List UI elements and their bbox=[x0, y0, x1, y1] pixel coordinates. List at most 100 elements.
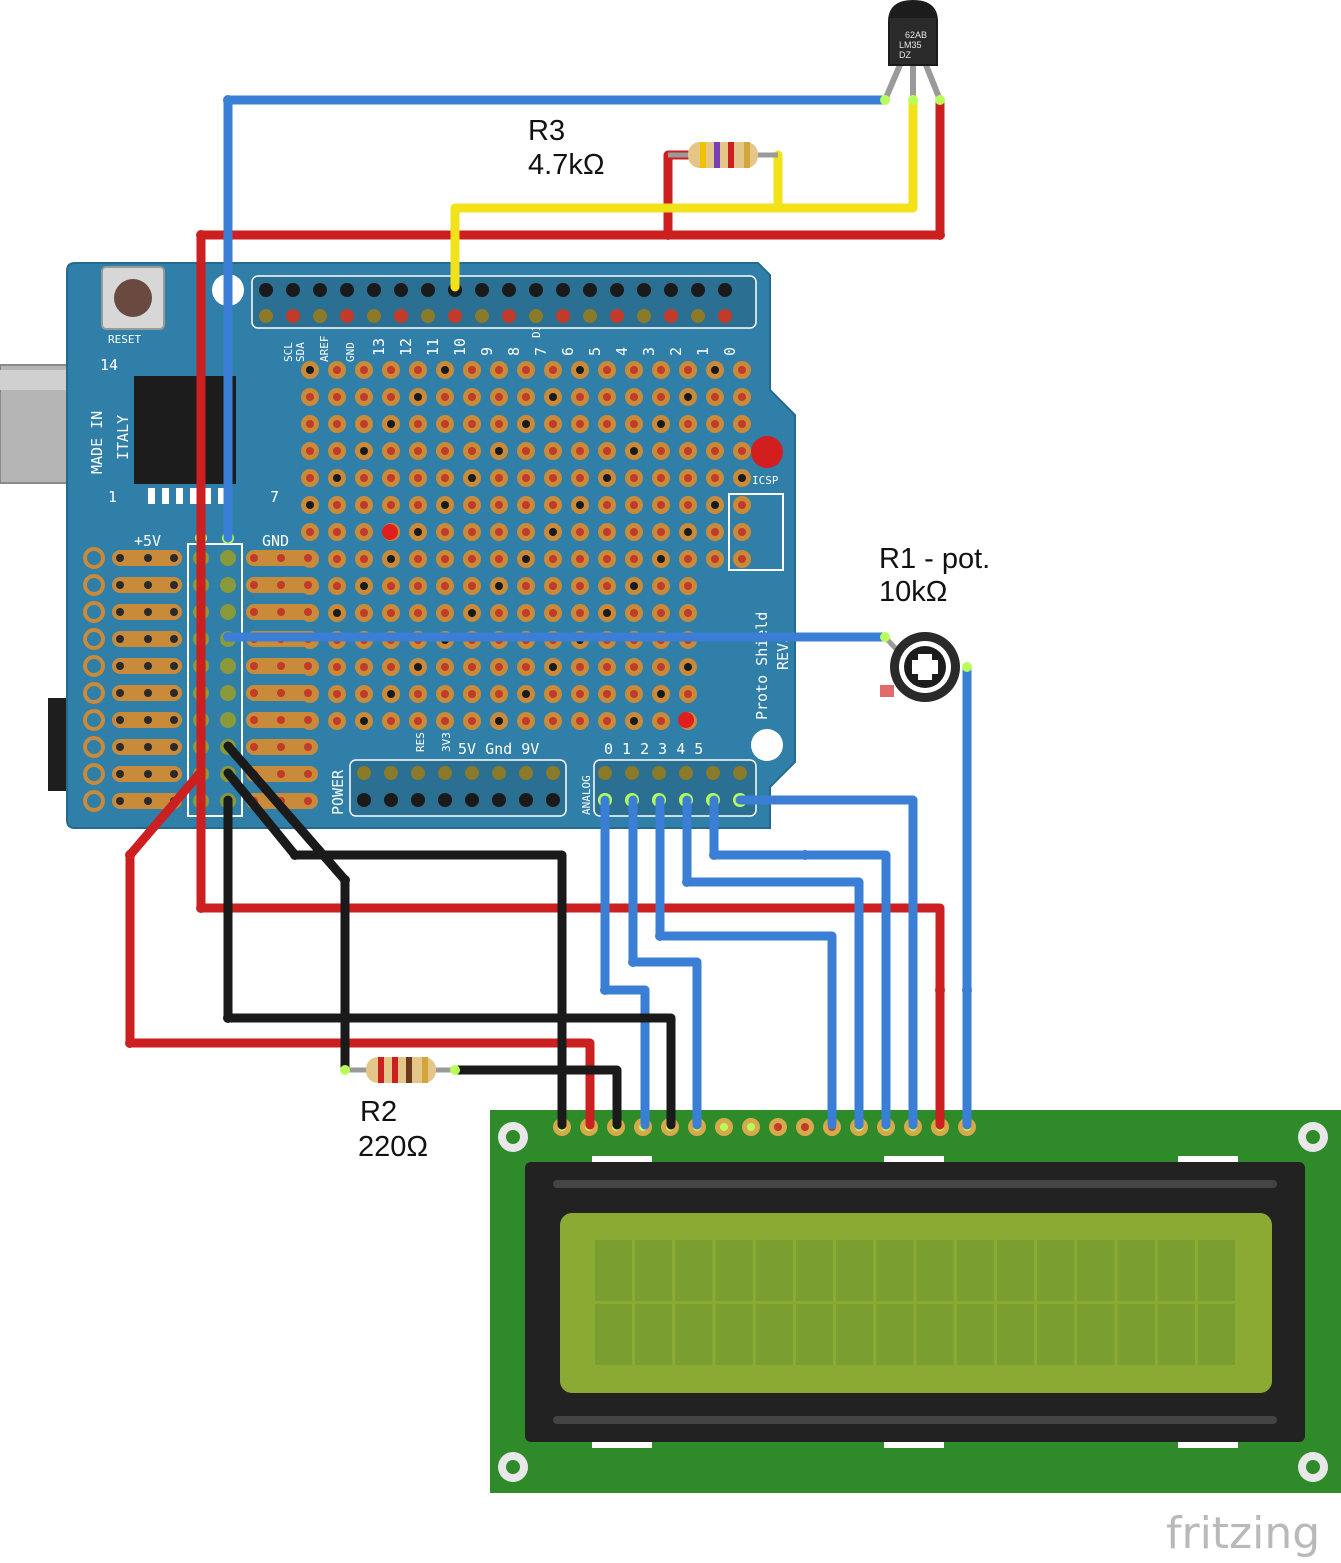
pad-hole bbox=[116, 581, 124, 589]
proto-pad-hole bbox=[333, 555, 341, 563]
lcd-pin bbox=[801, 1123, 809, 1131]
digital-pin-label: 7 bbox=[532, 347, 550, 356]
pad-hole bbox=[277, 716, 285, 724]
proto-pad-hole bbox=[333, 717, 341, 725]
reset-button-cap[interactable] bbox=[114, 279, 152, 317]
proto-pad-hole bbox=[495, 474, 503, 482]
proto-pad-hole bbox=[468, 447, 476, 455]
edge-pad bbox=[83, 547, 105, 569]
proto-pad-hole bbox=[387, 690, 395, 698]
wires bbox=[125, 95, 972, 1130]
proto-pad-hole bbox=[657, 528, 665, 536]
digital-pin-label: 8 bbox=[505, 347, 523, 356]
header-pin bbox=[286, 283, 300, 297]
lcd-char-cell bbox=[715, 1304, 753, 1365]
proto-pad-hole bbox=[441, 690, 449, 698]
proto-pad-hole bbox=[495, 501, 503, 509]
header-pin bbox=[394, 283, 408, 297]
rail-pad bbox=[220, 577, 236, 593]
proto-pad-hole bbox=[414, 663, 422, 671]
header-pin bbox=[664, 283, 678, 297]
pad-hole bbox=[144, 716, 152, 724]
sensor-line2: LM35 bbox=[899, 40, 922, 50]
proto-pad-hole bbox=[549, 447, 557, 455]
proto-pad-hole bbox=[333, 474, 341, 482]
proto-pad-hole bbox=[387, 393, 395, 401]
icsp-header bbox=[728, 493, 784, 571]
proto-pad-hole bbox=[684, 501, 692, 509]
proto-pad-hole bbox=[522, 366, 530, 374]
proto-pad-hole bbox=[468, 474, 476, 482]
proto-pad-hole bbox=[522, 501, 530, 509]
proto-pad-hole bbox=[711, 501, 719, 509]
chip-pin-7-label: 7 bbox=[270, 488, 279, 506]
proto-pad-hole bbox=[441, 609, 449, 617]
pad-hole bbox=[277, 581, 285, 589]
header-pad bbox=[610, 309, 624, 323]
lcd-bezel-tabs bbox=[592, 1156, 1238, 1448]
proto-pad-hole bbox=[522, 393, 530, 401]
lcd-char-cell bbox=[1077, 1304, 1115, 1365]
power-header-pin bbox=[465, 793, 479, 807]
wire-junctions-red bbox=[125, 230, 945, 1048]
digital-pin-label: 11 bbox=[424, 338, 442, 356]
rail-pad bbox=[220, 604, 236, 620]
pad-hole bbox=[116, 743, 124, 751]
proto-pad-hole bbox=[522, 528, 530, 536]
pad-hole bbox=[116, 635, 124, 643]
proto-pad-hole bbox=[738, 393, 746, 401]
power-header-pad bbox=[519, 766, 533, 780]
pad-hole bbox=[170, 743, 178, 751]
proto-pad-hole bbox=[603, 420, 611, 428]
edge-pad bbox=[83, 655, 105, 677]
made-in-label: MADE IN bbox=[88, 411, 106, 474]
sda-label: SDA bbox=[294, 342, 307, 362]
lcd-character-cells bbox=[595, 1240, 1235, 1365]
proto-pad-hole bbox=[603, 528, 611, 536]
lcd-bezel-line bbox=[553, 1416, 1277, 1424]
proto-pad-hole bbox=[441, 501, 449, 509]
proto-pad-hole bbox=[387, 501, 395, 509]
r2-name-label: R2 bbox=[360, 1096, 397, 1128]
proto-pad-hole bbox=[630, 555, 638, 563]
proto-pad-hole bbox=[306, 393, 314, 401]
header-pad bbox=[718, 309, 732, 323]
pad-hole bbox=[304, 608, 312, 616]
proto-pad-hole bbox=[711, 474, 719, 482]
usb-highlight bbox=[0, 370, 70, 390]
lcd-char-cell bbox=[1077, 1240, 1115, 1301]
proto-pad-hole bbox=[738, 555, 746, 563]
lcd-char-cell bbox=[755, 1240, 793, 1301]
proto-pad-hole bbox=[576, 447, 584, 455]
proto-pad-hole bbox=[360, 366, 368, 374]
proto-pad-hole bbox=[468, 609, 476, 617]
lcd-char-cell bbox=[956, 1240, 994, 1301]
analog-header-pad bbox=[706, 766, 720, 780]
proto-pad-hole bbox=[522, 609, 530, 617]
digital-pin-label: 1 bbox=[694, 347, 712, 356]
proto-pad-hole bbox=[576, 690, 584, 698]
pad-hole bbox=[170, 770, 178, 778]
analog-header-pad bbox=[679, 766, 693, 780]
power-header-pin bbox=[357, 793, 371, 807]
proto-pad-hole bbox=[522, 717, 530, 725]
pad-hole bbox=[277, 554, 285, 562]
power-header-pad bbox=[492, 766, 506, 780]
proto-pad-hole bbox=[522, 420, 530, 428]
header-pin bbox=[313, 283, 327, 297]
proto-pad-hole bbox=[333, 690, 341, 698]
proto-pad-hole bbox=[738, 366, 746, 374]
pad-hole bbox=[116, 662, 124, 670]
rail-pad bbox=[220, 658, 236, 674]
pad-hole bbox=[170, 554, 178, 562]
analog-header-pad bbox=[625, 766, 639, 780]
pad-hole bbox=[304, 689, 312, 697]
edge-pad bbox=[83, 628, 105, 650]
edge-pad bbox=[83, 682, 105, 704]
proto-pad-hole bbox=[576, 717, 584, 725]
proto-pad-hole bbox=[360, 717, 368, 725]
proto-pad-hole bbox=[522, 690, 530, 698]
proto-pad-hole bbox=[576, 501, 584, 509]
left-pad-strips bbox=[83, 532, 318, 812]
